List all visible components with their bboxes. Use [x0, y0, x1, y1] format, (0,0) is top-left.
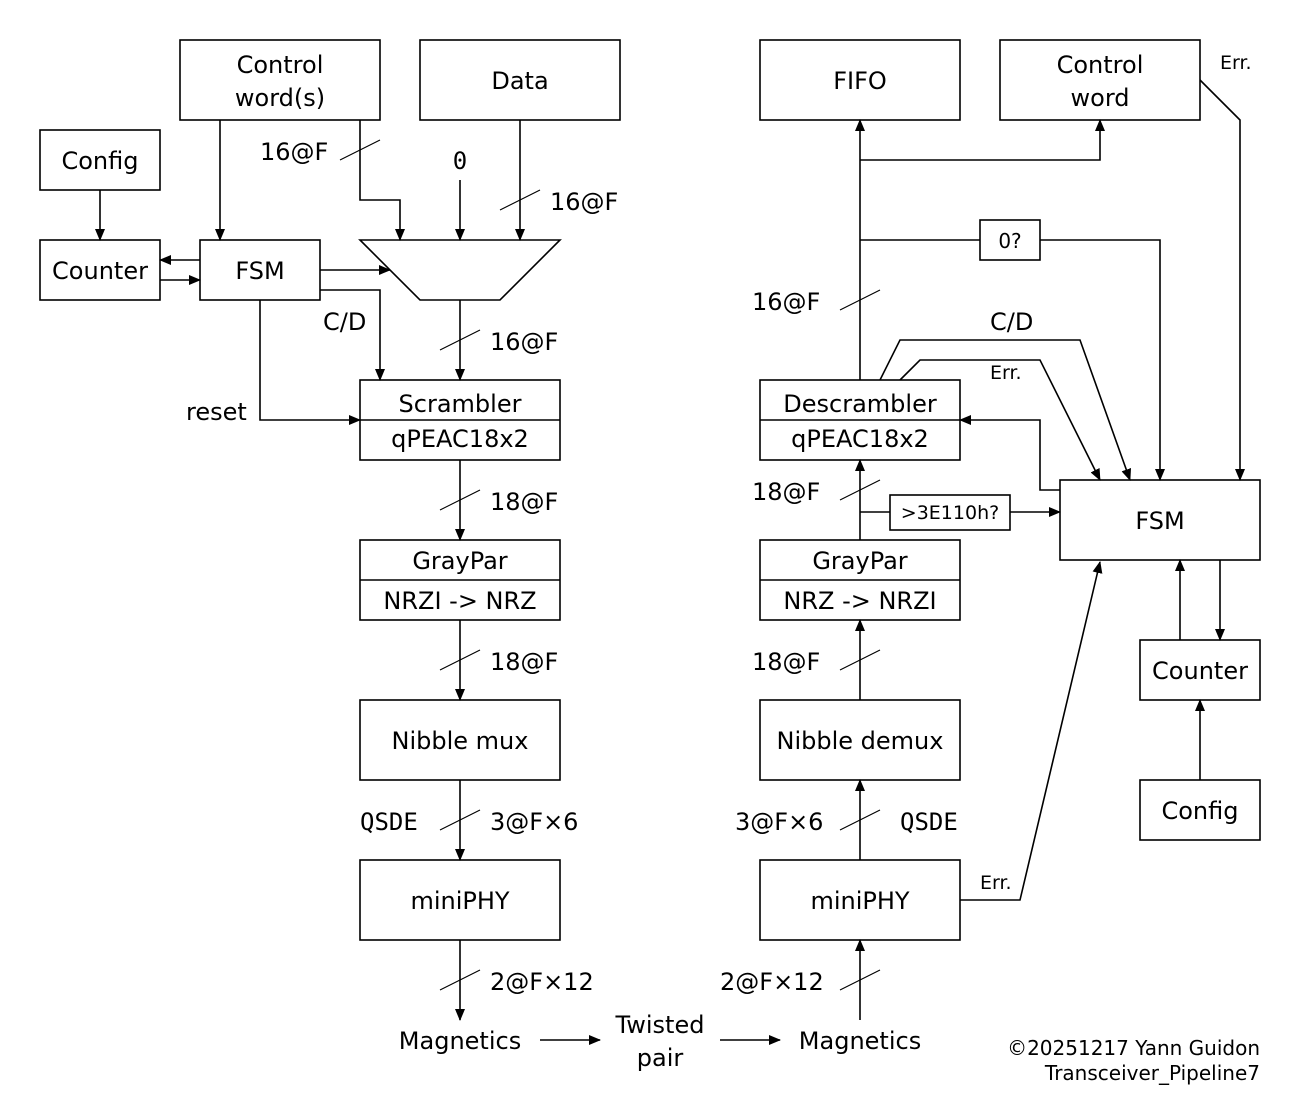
rx-desc-out-width-label: 16@F: [752, 288, 820, 316]
tx-config-label: Config: [61, 147, 138, 175]
tx-nibble-mux-block: Nibble mux: [359, 699, 561, 781]
tx-mux-out-width-label: 16@F: [490, 328, 558, 356]
tx-data-width-label: 16@F: [550, 188, 618, 216]
rx-nd-out-width-label: 18@F: [752, 648, 820, 676]
tx-ctrl-width-label: 16@F: [260, 138, 328, 166]
rx-wires: [855, 79, 1245, 1020]
rx-threshold-check-label: >3E110h?: [901, 502, 999, 524]
tx-bus-slashes: [339, 139, 541, 991]
tx-scrambler-block: Scrambler qPEAC18x2: [359, 379, 561, 461]
tx-miniphy-label: miniPHY: [410, 887, 509, 915]
credits-filename: Transceiver_Pipeline7: [1044, 1061, 1260, 1085]
tx-config-block: Config: [39, 129, 161, 191]
rx-phy-out-width-label: 3@F×6: [735, 808, 823, 836]
rx-err-phy-label: Err.: [980, 872, 1012, 894]
tx-reset-label: reset: [186, 398, 247, 426]
rx-err-desc-label: Err.: [990, 362, 1022, 384]
tx-graypar-conversion: NRZI -> NRZ: [383, 587, 536, 615]
rx-zero-check-label: 0?: [998, 229, 1021, 253]
rx-control-word-line1: Control: [1057, 51, 1144, 79]
rx-nibble-demux-block: Nibble demux: [759, 699, 961, 781]
rx-graypar-label: GrayPar: [812, 547, 907, 575]
rx-descrambler-poly: qPEAC18x2: [791, 425, 929, 453]
tx-data-block: Data: [419, 39, 621, 121]
rx-side: FIFO Control word 0? Descrambler qPEAC18…: [720, 39, 1261, 1055]
tx-miniphy-block: miniPHY: [359, 859, 561, 941]
credits: ©20251217 Yann Guidon Transceiver_Pipeli…: [1007, 1036, 1260, 1085]
tx-data-label: Data: [491, 67, 548, 95]
rx-gp-out-width-label: 18@F: [752, 478, 820, 506]
rx-control-word-line2: word: [1071, 84, 1130, 112]
tx-scrambler-label: Scrambler: [399, 390, 522, 418]
rx-fifo-label: FIFO: [833, 67, 887, 95]
tx-magnetics-label: Magnetics: [399, 1027, 521, 1055]
rx-config-label: Config: [1161, 797, 1238, 825]
twisted-pair-link: Twisted pair: [615, 1011, 781, 1072]
tx-graypar-block: GrayPar NRZI -> NRZ: [359, 539, 561, 621]
rx-fsm-label: FSM: [1135, 507, 1184, 535]
rx-cd-label: C/D: [990, 308, 1033, 336]
rx-fsm-block: FSM: [1059, 479, 1261, 561]
tx-gp-out-width-label: 18@F: [490, 648, 558, 676]
tx-nibble-mux-label: Nibble mux: [392, 727, 529, 755]
tx-zero-input-label: 0: [453, 147, 467, 175]
tx-counter-block: Counter: [39, 239, 161, 301]
tx-side: Control word(s) Data Config Counter FSM: [39, 39, 621, 1055]
rx-descrambler-block: Descrambler qPEAC18x2: [759, 379, 961, 461]
twisted-pair-line2: pair: [637, 1044, 684, 1072]
tx-control-words-line2: word(s): [235, 84, 325, 112]
rx-miniphy-label: miniPHY: [810, 887, 909, 915]
tx-scr-out-width-label: 18@F: [490, 488, 558, 516]
rx-bus-slashes: [839, 289, 881, 991]
tx-graypar-label: GrayPar: [412, 547, 507, 575]
rx-counter-block: Counter: [1139, 639, 1261, 701]
rx-threshold-check-block: >3E110h?: [889, 494, 1011, 531]
twisted-pair-line1: Twisted: [615, 1011, 705, 1039]
tx-fsm-label: FSM: [235, 257, 284, 285]
rx-fifo-block: FIFO: [759, 39, 961, 121]
tx-mux-shape: [358, 239, 562, 301]
rx-descrambler-label: Descrambler: [783, 390, 937, 418]
tx-control-words-line1: Control: [237, 51, 324, 79]
tx-control-words-block: Control word(s): [179, 39, 381, 121]
rx-magnetics-label: Magnetics: [799, 1027, 921, 1055]
rx-control-word-block: Control word: [999, 39, 1201, 121]
rx-counter-label: Counter: [1152, 657, 1248, 685]
tx-fsm-block: FSM: [199, 239, 321, 301]
rx-nibble-demux-label: Nibble demux: [777, 727, 944, 755]
tx-nm-out-width-label: 3@F×6: [490, 808, 578, 836]
tx-qsde-label: QSDE: [360, 808, 418, 836]
rx-zero-check-block: 0?: [979, 219, 1041, 261]
rx-miniphy-block: miniPHY: [759, 859, 961, 941]
tx-scrambler-poly: qPEAC18x2: [391, 425, 529, 453]
credits-copyright: ©20251217 Yann Guidon: [1007, 1036, 1260, 1060]
rx-graypar-conversion: NRZ -> NRZI: [783, 587, 936, 615]
rx-graypar-block: GrayPar NRZ -> NRZI: [759, 539, 961, 621]
rx-qsde-label: QSDE: [900, 808, 958, 836]
rx-mag-out-width-label: 2@F×12: [720, 968, 824, 996]
tx-phy-out-width-label: 2@F×12: [490, 968, 594, 996]
tx-cd-label: C/D: [323, 308, 366, 336]
rx-config-block: Config: [1139, 779, 1261, 841]
tx-counter-label: Counter: [52, 257, 148, 285]
rx-err-ctrl-label: Err.: [1220, 52, 1252, 74]
